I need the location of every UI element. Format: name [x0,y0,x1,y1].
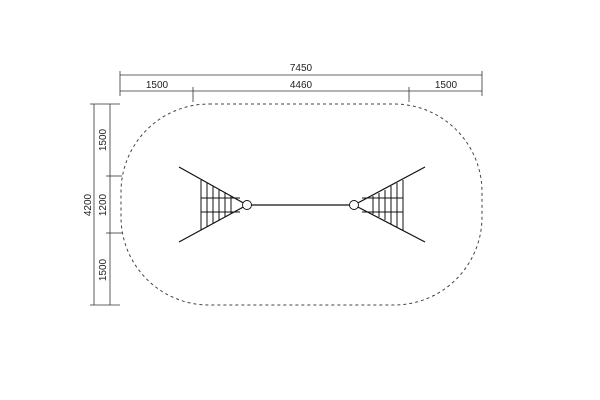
overall-width-label: 4200 [83,193,94,216]
bottom-zone-label: 1500 [98,258,109,281]
horizontal-dimensions: 7450 1500 4460 1500 [119,63,483,102]
right-ladder [362,180,404,230]
left-post [242,200,252,210]
right-frame-leg-bottom [353,204,426,243]
top-zone-label: 1500 [98,128,109,151]
right-post [349,200,359,210]
overall-length-label: 7450 [290,63,313,74]
vertical-dimensions: 4200 1500 1200 1500 [83,103,122,306]
safety-zone-outline [120,103,483,306]
equipment [178,166,426,243]
middle-zone-label: 1200 [98,193,109,216]
center-span-label: 4460 [290,80,313,91]
right-frame-leg-top [353,166,426,206]
right-zone-label: 1500 [435,80,458,91]
left-zone-label: 1500 [146,80,169,91]
left-ladder [200,180,240,230]
